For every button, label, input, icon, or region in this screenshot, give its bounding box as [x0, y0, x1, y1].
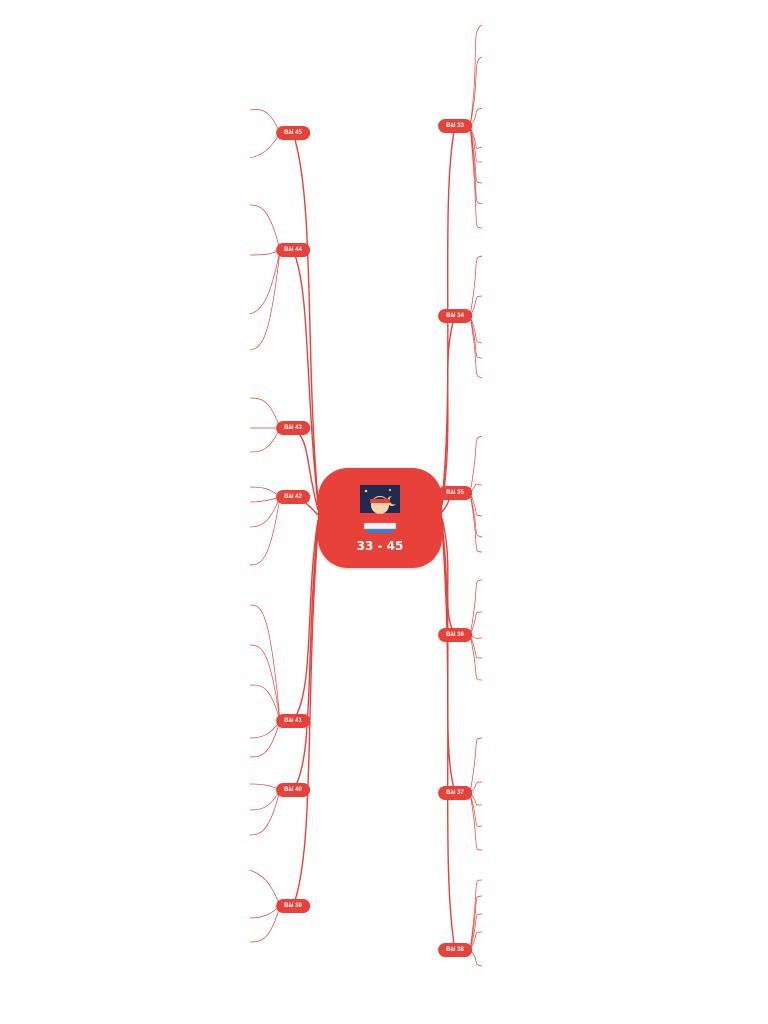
branch-lesson-43[interactable]: Bài 43 — [276, 421, 310, 435]
branch-lesson-39[interactable]: Bài 39 — [276, 899, 310, 913]
branch-lesson-45[interactable]: Bài 45 — [276, 126, 310, 140]
branch-lesson-38[interactable]: Bài 38 — [438, 943, 472, 957]
central-topic[interactable]: 33 - 45 — [318, 468, 442, 568]
branch-lesson-42[interactable]: Bài 42 — [276, 490, 310, 504]
branch-lesson-37[interactable]: Bài 37 — [438, 786, 472, 800]
central-topic-title: 33 - 45 — [356, 539, 404, 553]
branch-lesson-35[interactable]: Bài 35 — [438, 486, 472, 500]
branch-lesson-33[interactable]: Bài 33 — [438, 119, 472, 133]
branch-lesson-34[interactable]: Bài 34 — [438, 309, 472, 323]
branch-lesson-44[interactable]: Bài 44 — [276, 243, 310, 257]
branch-lesson-40[interactable]: Bài 40 — [276, 783, 310, 797]
branch-lesson-36[interactable]: Bài 36 — [438, 628, 472, 642]
student-illustration-icon — [360, 485, 400, 533]
branch-lesson-41[interactable]: Bài 41 — [276, 714, 310, 728]
